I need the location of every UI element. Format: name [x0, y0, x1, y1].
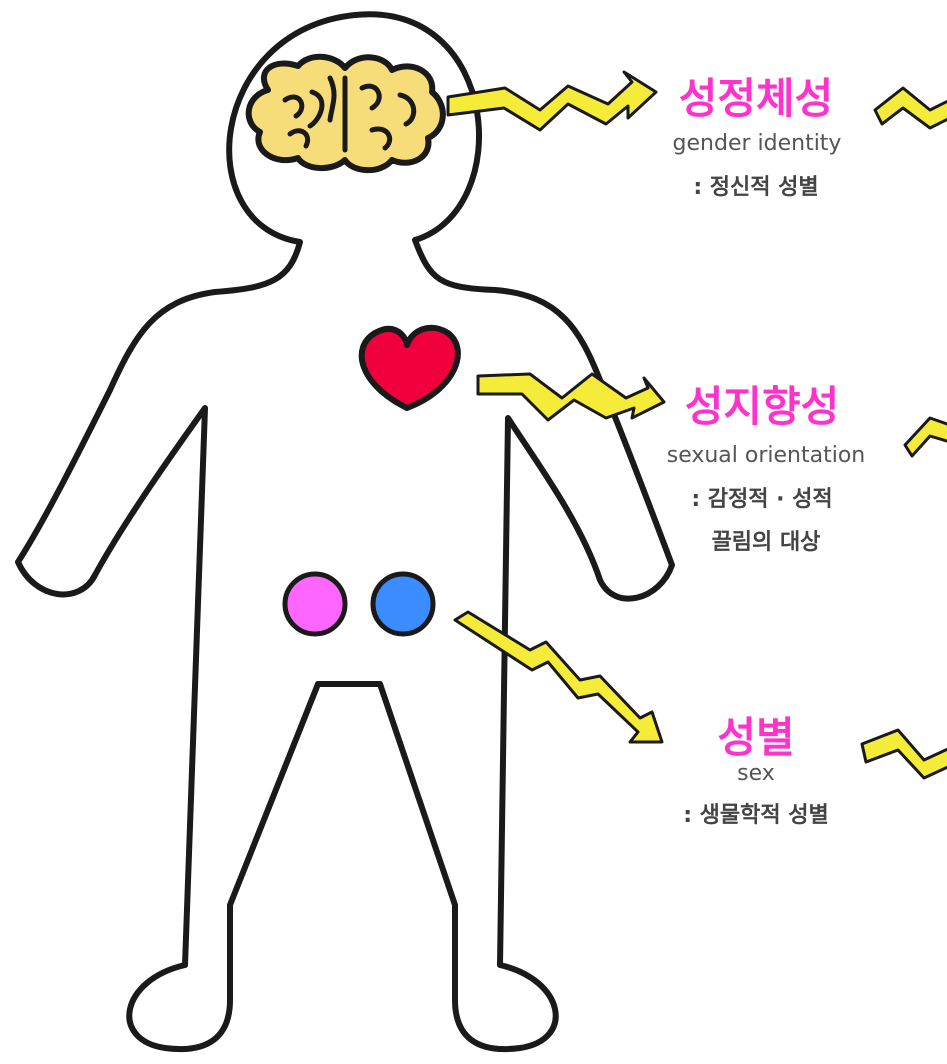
lightning-arrow-icon — [905, 418, 947, 456]
blue-circle-icon — [373, 574, 433, 634]
orientation-desc-1: : 감정적 · 성적 — [691, 487, 832, 512]
lightning-arrow-icon — [862, 730, 947, 778]
identity-desc: : 정신적 성별 — [693, 175, 818, 200]
lightning-arrow-icon — [875, 88, 947, 128]
sex-desc: : 생물학적 성별 — [683, 803, 829, 828]
pink-circle-icon — [285, 574, 345, 634]
sex-english: sex — [737, 761, 775, 786]
identity-title: 성정체성 — [679, 74, 834, 123]
body-outline — [18, 14, 672, 1049]
orientation-desc-2: 끌림의 대상 — [712, 530, 821, 555]
orientation-english: sexual orientation — [667, 443, 866, 468]
brain-icon — [249, 57, 443, 170]
sex-title: 성별 — [717, 713, 794, 762]
orientation-title: 성지향성 — [685, 382, 840, 431]
identity-english: gender identity — [673, 131, 842, 156]
